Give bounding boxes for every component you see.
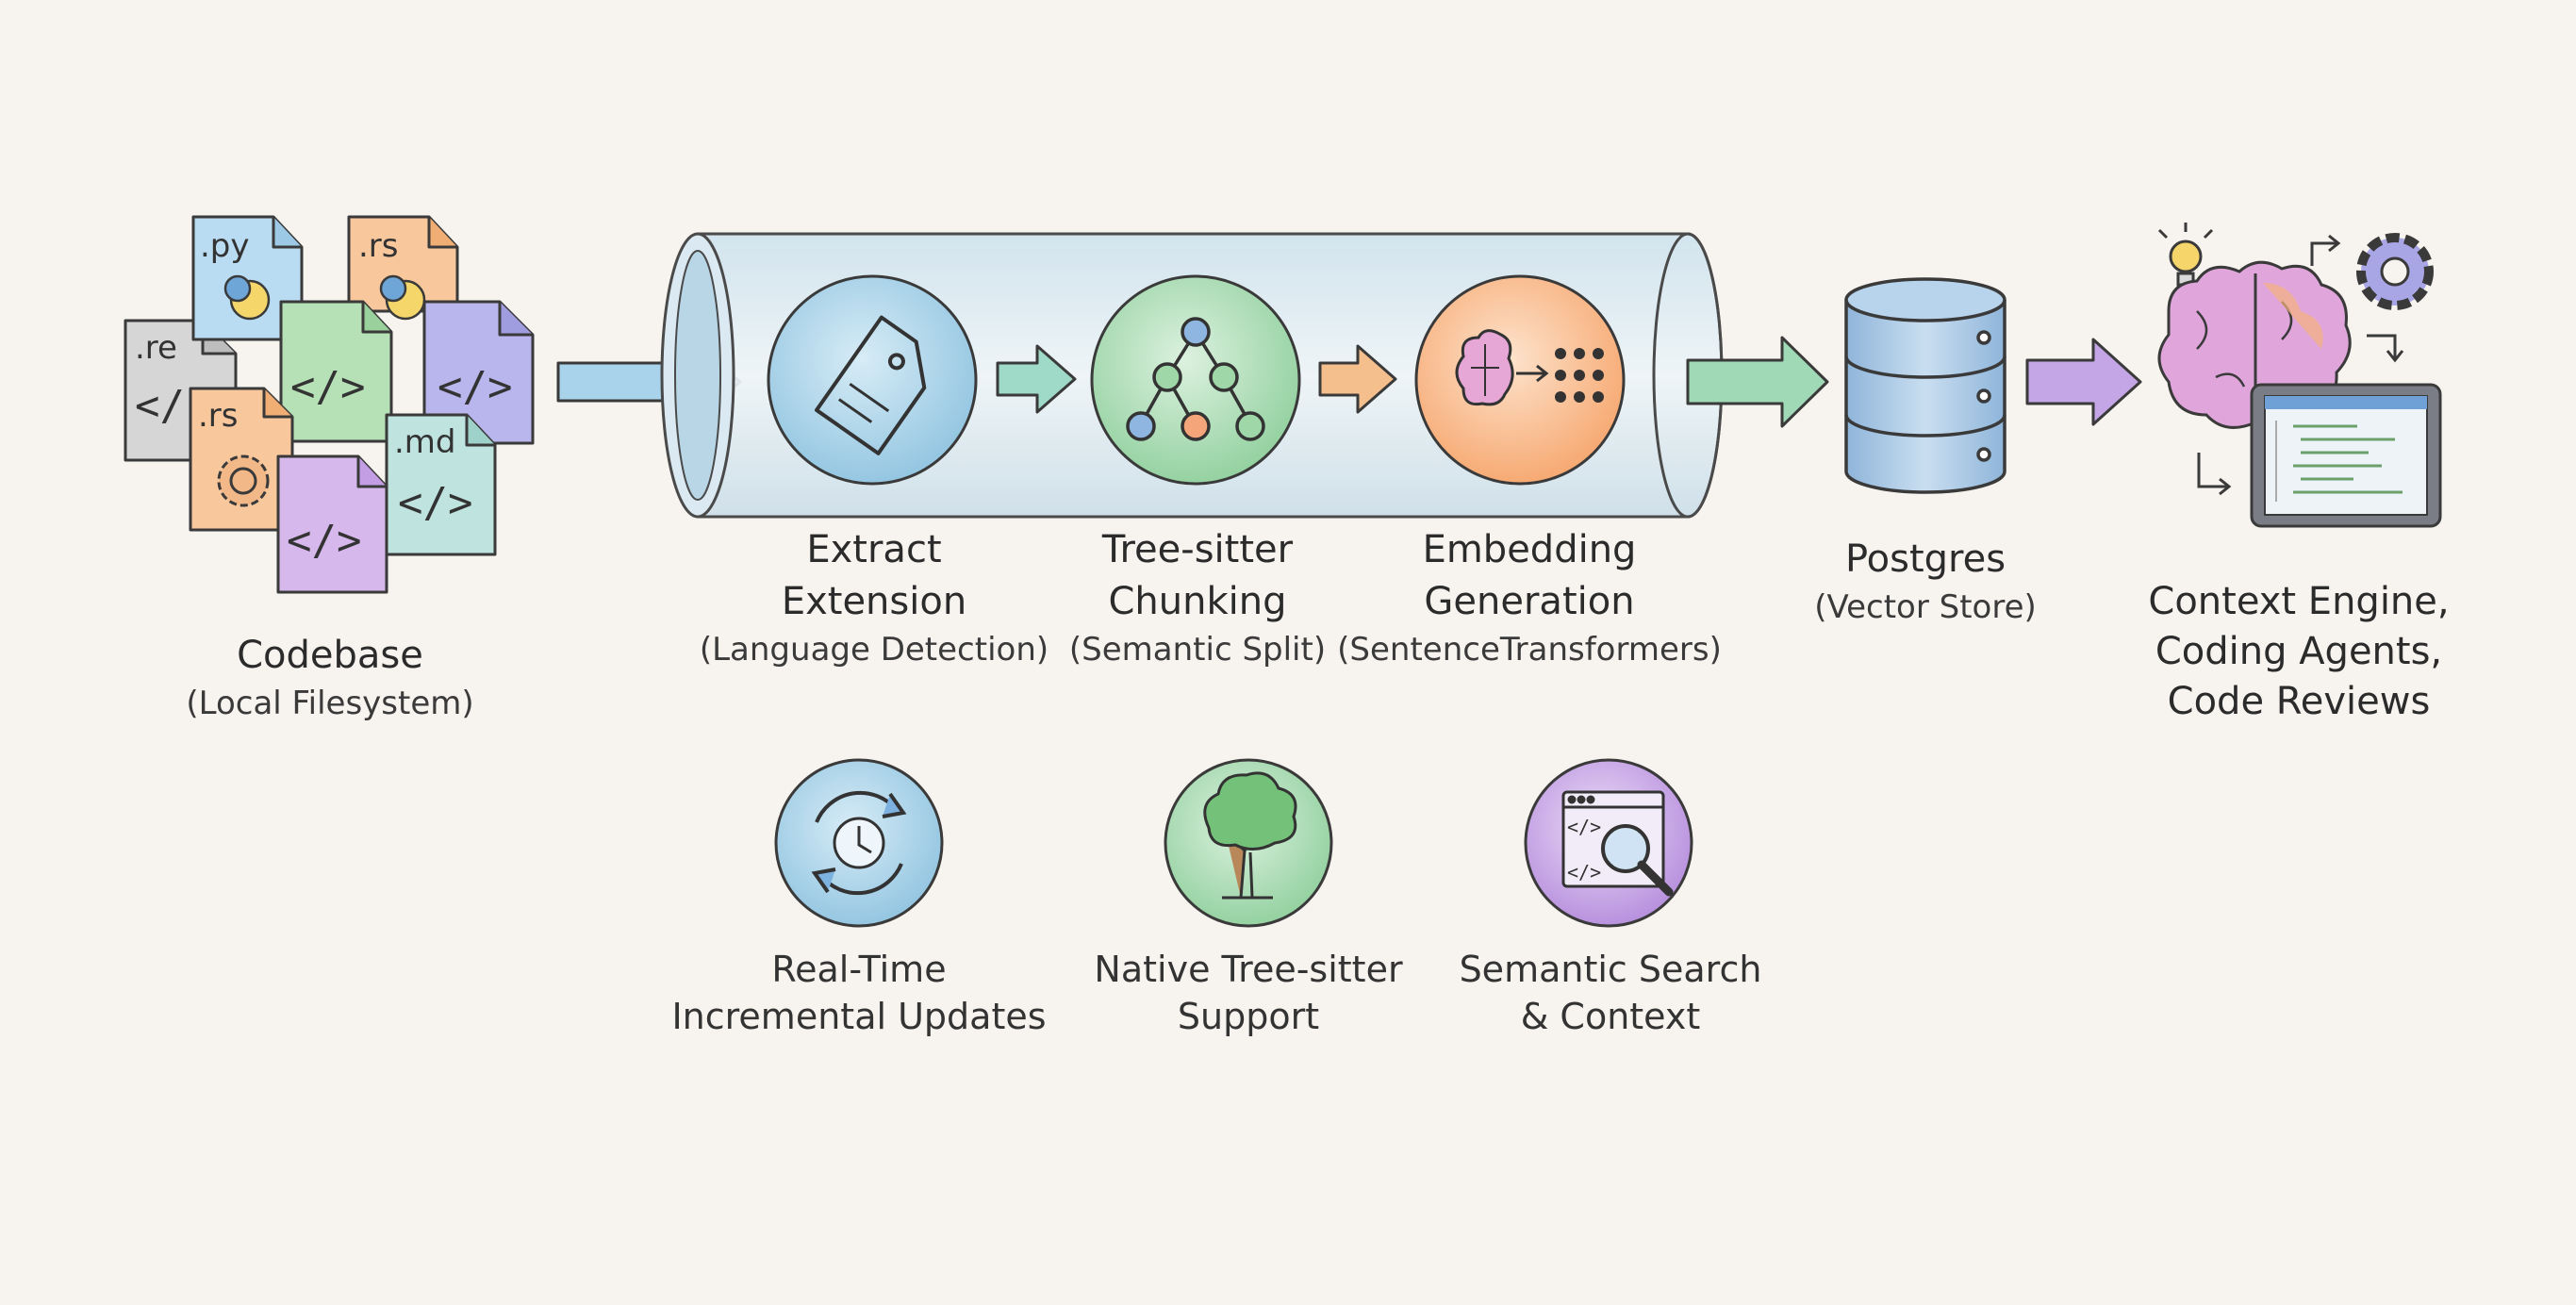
codebase-title: Codebase: [237, 634, 423, 677]
stage-chunking-label: Tree-sitter Chunking (Semantic Split): [1069, 524, 1326, 672]
arrow-store-to-consumers: [2025, 338, 2142, 426]
file-rs-top-label: .rs: [358, 227, 399, 265]
arrow-stage-2-3: [1318, 344, 1397, 414]
brain-vector-icon: [1455, 329, 1604, 406]
stage-chunking-icon: [1090, 274, 1301, 486]
store-label: Postgres (Vector Store): [1814, 534, 2037, 630]
tablet-code-icon: [2250, 383, 2442, 528]
arrow-pipeline-to-store: [1686, 336, 1829, 428]
consumers-line-1: Context Engine,: [2148, 580, 2450, 623]
lightbulb-icon: [2157, 223, 2214, 287]
feature-realtime-line-1: Real-Time: [771, 949, 947, 990]
stage-chunking-title-1: Tree-sitter: [1101, 528, 1294, 571]
stage-embedding-label: Embedding Generation (SentenceTransforme…: [1337, 524, 1722, 672]
svg-text:.re: .re: [135, 329, 177, 367]
stage-embedding-title-2: Generation: [1424, 580, 1635, 624]
file-code-purple-right: </>: [422, 300, 535, 445]
tag-icon: [815, 315, 927, 455]
feature-search-label: Semantic Search & Context: [1460, 946, 1762, 1040]
feature-treesitter-line-1: Native Tree-sitter: [1094, 949, 1403, 990]
stage-chunking-title-2: Chunking: [1108, 580, 1287, 624]
stage-extract-subtitle: (Language Detection): [699, 631, 1049, 669]
feature-treesitter-line-2: Support: [1177, 996, 1320, 1038]
feature-realtime-label: Real-Time Incremental Updates: [671, 946, 1046, 1040]
svg-text:</: </: [135, 382, 185, 430]
feature-tree-icon: [1164, 758, 1333, 928]
codebase-subtitle: (Local Filesystem): [186, 685, 474, 723]
gear-icon: [2356, 233, 2434, 310]
stage-extract-title-2: Extension: [781, 580, 967, 624]
stage-embedding-icon: [1414, 274, 1626, 486]
file-py: .py: [191, 215, 304, 341]
code-glyph: </>: [438, 363, 512, 411]
stage-extract-label: Extract Extension (Language Detection): [700, 524, 1049, 672]
svg-text:</>: </>: [1567, 861, 1601, 884]
feature-realtime-line-2: Incremental Updates: [671, 996, 1047, 1038]
file-md: .md </>: [385, 413, 497, 556]
tree-icon: [1203, 771, 1297, 900]
feature-search-icon: </> </>: [1524, 758, 1693, 928]
file-code-green: </>: [279, 300, 393, 443]
file-rs-lower: .rs: [189, 387, 294, 532]
feature-treesitter-label: Native Tree-sitter Support: [1094, 946, 1402, 1040]
tree-graph-icon: [1126, 317, 1265, 441]
file-py-label: .py: [200, 227, 250, 265]
consumers-label: Context Engine, Coding Agents, Code Revi…: [2148, 577, 2449, 726]
consumers-line-2: Coding Agents,: [2155, 629, 2443, 673]
file-rs-top: .rs: [347, 215, 459, 321]
code-glyph: </>: [290, 363, 365, 411]
context-engine-icon: [2157, 223, 2442, 528]
file-code-purple-bottom: </>: [276, 454, 388, 594]
stage-extract-title-1: Extract: [806, 528, 942, 571]
arrow-stage-1-2: [996, 344, 1077, 414]
code-glyph: </>: [398, 479, 472, 527]
refresh-clock-icon: [811, 790, 907, 896]
codebase-files: .re </ .py .rs </> </>: [124, 215, 535, 594]
stage-embedding-title-1: Embedding: [1422, 528, 1637, 571]
database-icon: [1844, 277, 2006, 494]
feature-search-line-1: Semantic Search: [1459, 949, 1762, 990]
code-glyph: </>: [287, 517, 361, 565]
stage-extract-icon: [767, 274, 978, 486]
svg-text:</>: </>: [1567, 816, 1601, 838]
code-search-icon: </> </>: [1561, 790, 1674, 897]
file-md-label: .md: [394, 423, 456, 461]
feature-search-line-2: & Context: [1520, 996, 1701, 1038]
stage-chunking-subtitle: (Semantic Split): [1068, 631, 1327, 669]
codebase-label: Codebase (Local Filesystem): [186, 630, 473, 726]
store-subtitle: (Vector Store): [1814, 588, 2037, 627]
feature-refresh-icon: [774, 758, 944, 928]
store-title: Postgres: [1844, 537, 2006, 581]
consumers-line-3: Code Reviews: [2167, 679, 2431, 723]
stage-embedding-subtitle: (SentenceTransformers): [1337, 631, 1722, 669]
file-rs-lower-label: .rs: [198, 397, 239, 435]
